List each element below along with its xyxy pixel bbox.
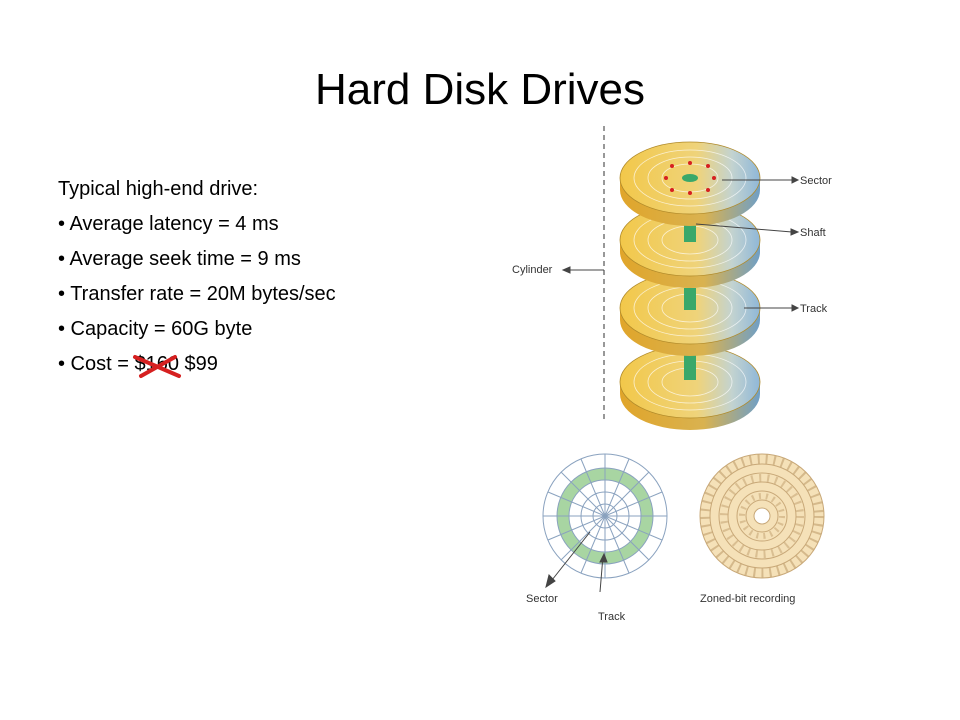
old-price: $160 [133,347,182,382]
spec-latency: • Average latency = 4 ms [58,213,279,235]
shaft-arrow [695,223,793,233]
new-price: $99 [178,353,218,375]
shaft-segment-3 [684,354,696,380]
cylinder-label: Cylinder [512,264,553,276]
sector-dots [664,161,716,195]
shaft-label: Shaft [800,227,826,239]
spec-cost: • Cost = $160 $99 [58,347,336,382]
bottom-track-label: Track [598,611,626,623]
spec-intro: Typical high-end drive: [58,178,259,200]
sector-track-disk [542,453,668,579]
spec-transfer-rate: • Transfer rate = 20M bytes/sec [58,283,336,305]
cost-prefix: • Cost = [58,353,135,375]
platter-1 [619,141,761,226]
slide-title: Hard Disk Drives [314,65,646,114]
platter-4 [619,345,761,430]
shaft-segment-2 [684,288,696,310]
bottom-sector-label: Sector [526,593,558,605]
disk-diagram: Sector Shaft Track Cylinder Sector Track [512,126,832,623]
spec-seek-time: • Average seek time = 9 ms [58,248,301,270]
spec-list: Typical high-end drive: • Average latenc… [58,172,336,382]
strike-x-mark [133,355,182,378]
sector-label: Sector [800,175,832,187]
bottom-sector-arrow [551,531,591,581]
zoned-bit-disk [699,453,825,579]
zoned-label: Zoned-bit recording [700,593,795,605]
spec-capacity: • Capacity = 60G byte [58,318,253,340]
track-label: Track [800,303,828,315]
